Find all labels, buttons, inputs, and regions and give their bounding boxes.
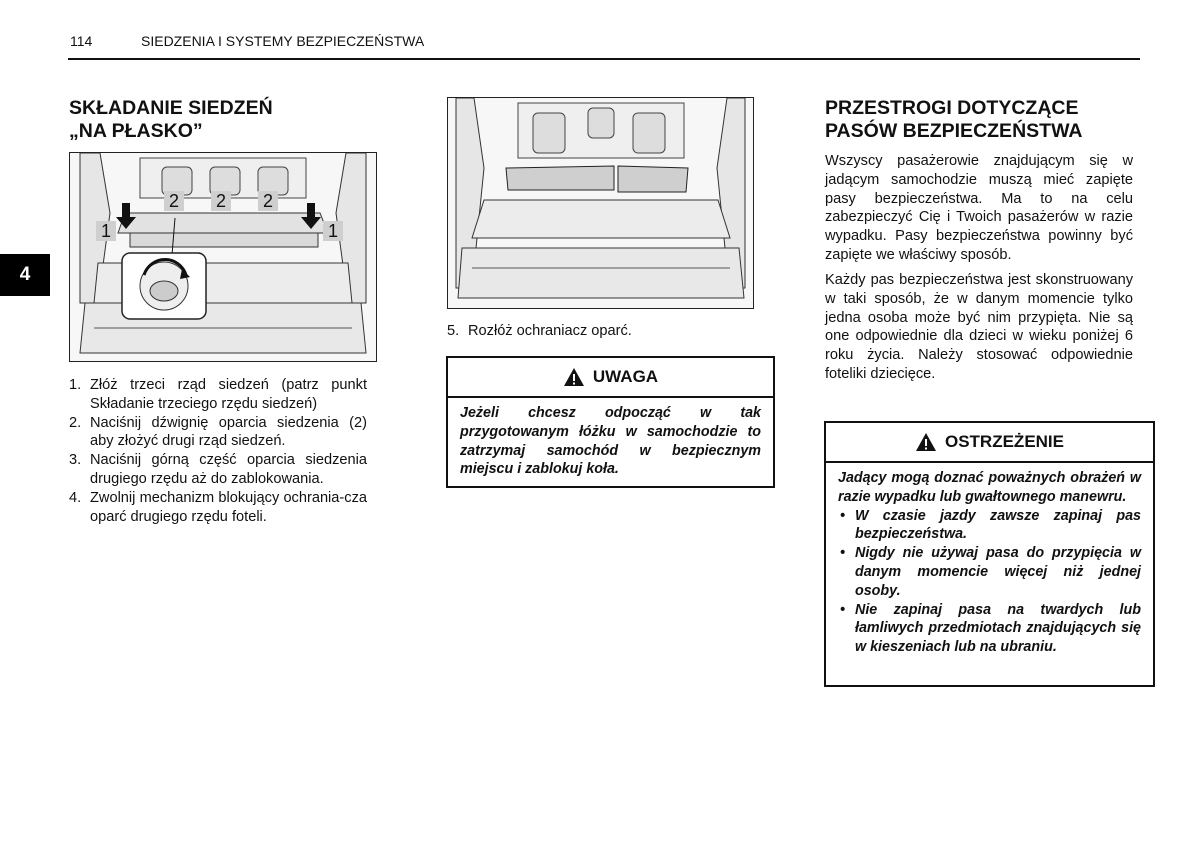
fold-steps-list: 1. Złóż trzeci rząd siedzeń (patrz punkt …: [69, 376, 367, 526]
step-number: 2.: [69, 414, 82, 431]
heading-line-2: PASÓW BEZPIECZEŃSTWA: [825, 120, 1083, 142]
heading-line-2: „NA PŁASKO”: [69, 120, 203, 142]
warning-box: UWAGA Jeżeli chcesz odpocząć w tak przyg…: [446, 356, 775, 488]
figure-seat-folding: 2 2 2 1 1: [69, 152, 377, 362]
caution-bullet: •W czasie jazdy zawsze zapinaj pas bezpi…: [840, 507, 1141, 543]
caution-bullet: •Nie zapinaj pasa na twardych lub łamliw…: [840, 601, 1141, 656]
seatbelt-paragraph-1: Wszyscy pasażerowie znajdującym się w ja…: [825, 153, 1133, 263]
figure-backrest-cover: [447, 97, 754, 309]
callout-label-2a: 2: [169, 191, 179, 211]
chapter-tab: 4: [0, 254, 50, 296]
caution-intro: Jadący mogą doznać poważnych obrażeń w r…: [838, 470, 1141, 505]
callout-label-2b: 2: [216, 191, 226, 211]
cargo-area-illustration: 2 2 2 1 1: [70, 153, 376, 361]
step-text: Rozłóż ochraniacz oparć.: [468, 323, 632, 339]
callout-label-1a: 1: [101, 221, 111, 241]
heading-line-1: PRZESTROGI DOTYCZĄCE: [825, 97, 1079, 119]
section-title: SIEDZENIA I SYSTEMY BEZPIECZEŃSTWA: [141, 33, 425, 49]
warning-header: UWAGA: [448, 358, 773, 398]
step-number: 3.: [69, 452, 82, 469]
section-heading-seatbelts: PRZESTROGI DOTYCZĄCE PASÓW BEZPIECZEŃSTW…: [825, 97, 1145, 143]
step-text: Naciśnij dźwignię oparcia siedzenia (2) …: [90, 414, 367, 450]
step-number: 5.: [447, 323, 460, 339]
step-4: 4. Zwolnij mechanizm blokujący ochrania-c…: [69, 489, 367, 527]
caution-title: OSTRZEŻENIE: [944, 432, 1064, 451]
unfold-step-list: 5. Rozłóż ochraniacz oparć.: [447, 322, 747, 341]
bullet-text: Nigdy nie używaj pasa do przypięcia w da…: [855, 545, 1141, 599]
step-number: 1.: [69, 377, 82, 393]
caution-bullet: •Nigdy nie używaj pasa do przypięcia w d…: [840, 545, 1141, 599]
step-text: Zwolnij mechanizm blokujący ochrania-cza…: [90, 489, 367, 525]
step-number: 4.: [69, 489, 82, 506]
bullet-text: Nie zapinaj pasa na twardych lub łamliwy…: [855, 601, 1141, 656]
step-2: 2. Naciśnij dźwignię oparcia siedzenia (2…: [69, 414, 367, 452]
backrest-cover-illustration: [448, 98, 753, 308]
step-1: 1. Złóż trzeci rząd siedzeń (patrz punkt …: [69, 376, 367, 414]
step-5: 5. Rozłóż ochraniacz oparć.: [447, 322, 747, 341]
caution-header: OSTRZEŻENIE: [826, 423, 1153, 463]
heading-line-1: SKŁADANIE SIEDZEŃ: [69, 97, 273, 119]
warning-triangle-icon: [563, 368, 584, 386]
caution-body: Jadący mogą doznać poważnych obrażeń w r…: [826, 463, 1153, 663]
step-text: Złóż trzeci rząd siedzeń (patrz punkt Sk…: [90, 377, 367, 412]
callout-label-1b: 1: [328, 221, 338, 241]
page-number: 114: [70, 33, 93, 49]
seatbelt-paragraph-2: Każdy pas bezpieczeństwa jest skonstruow…: [825, 272, 1133, 382]
caution-box: OSTRZEŻENIE Jadący mogą doznać poważnych…: [824, 421, 1155, 687]
caution-bullets: •W czasie jazdy zawsze zapinaj pas bezpi…: [838, 507, 1141, 657]
bullet-text: W czasie jazdy zawsze zapinaj pas bezpie…: [855, 507, 1141, 543]
warning-triangle-icon: [915, 433, 936, 451]
warning-text: Jeżeli chcesz odpocząć w tak przygotowan…: [460, 405, 761, 478]
section-heading-fold-flat: SKŁADANIE SIEDZEŃ „NA PŁASKO”: [69, 97, 369, 143]
callout-label-2c: 2: [263, 191, 273, 211]
header-rule: [68, 58, 1140, 60]
step-text: Naciśnij górną część oparcia siedzenia d…: [90, 452, 367, 487]
step-3: 3. Naciśnij górną część oparcia siedzenia…: [69, 451, 367, 489]
warning-title: UWAGA: [592, 367, 659, 386]
